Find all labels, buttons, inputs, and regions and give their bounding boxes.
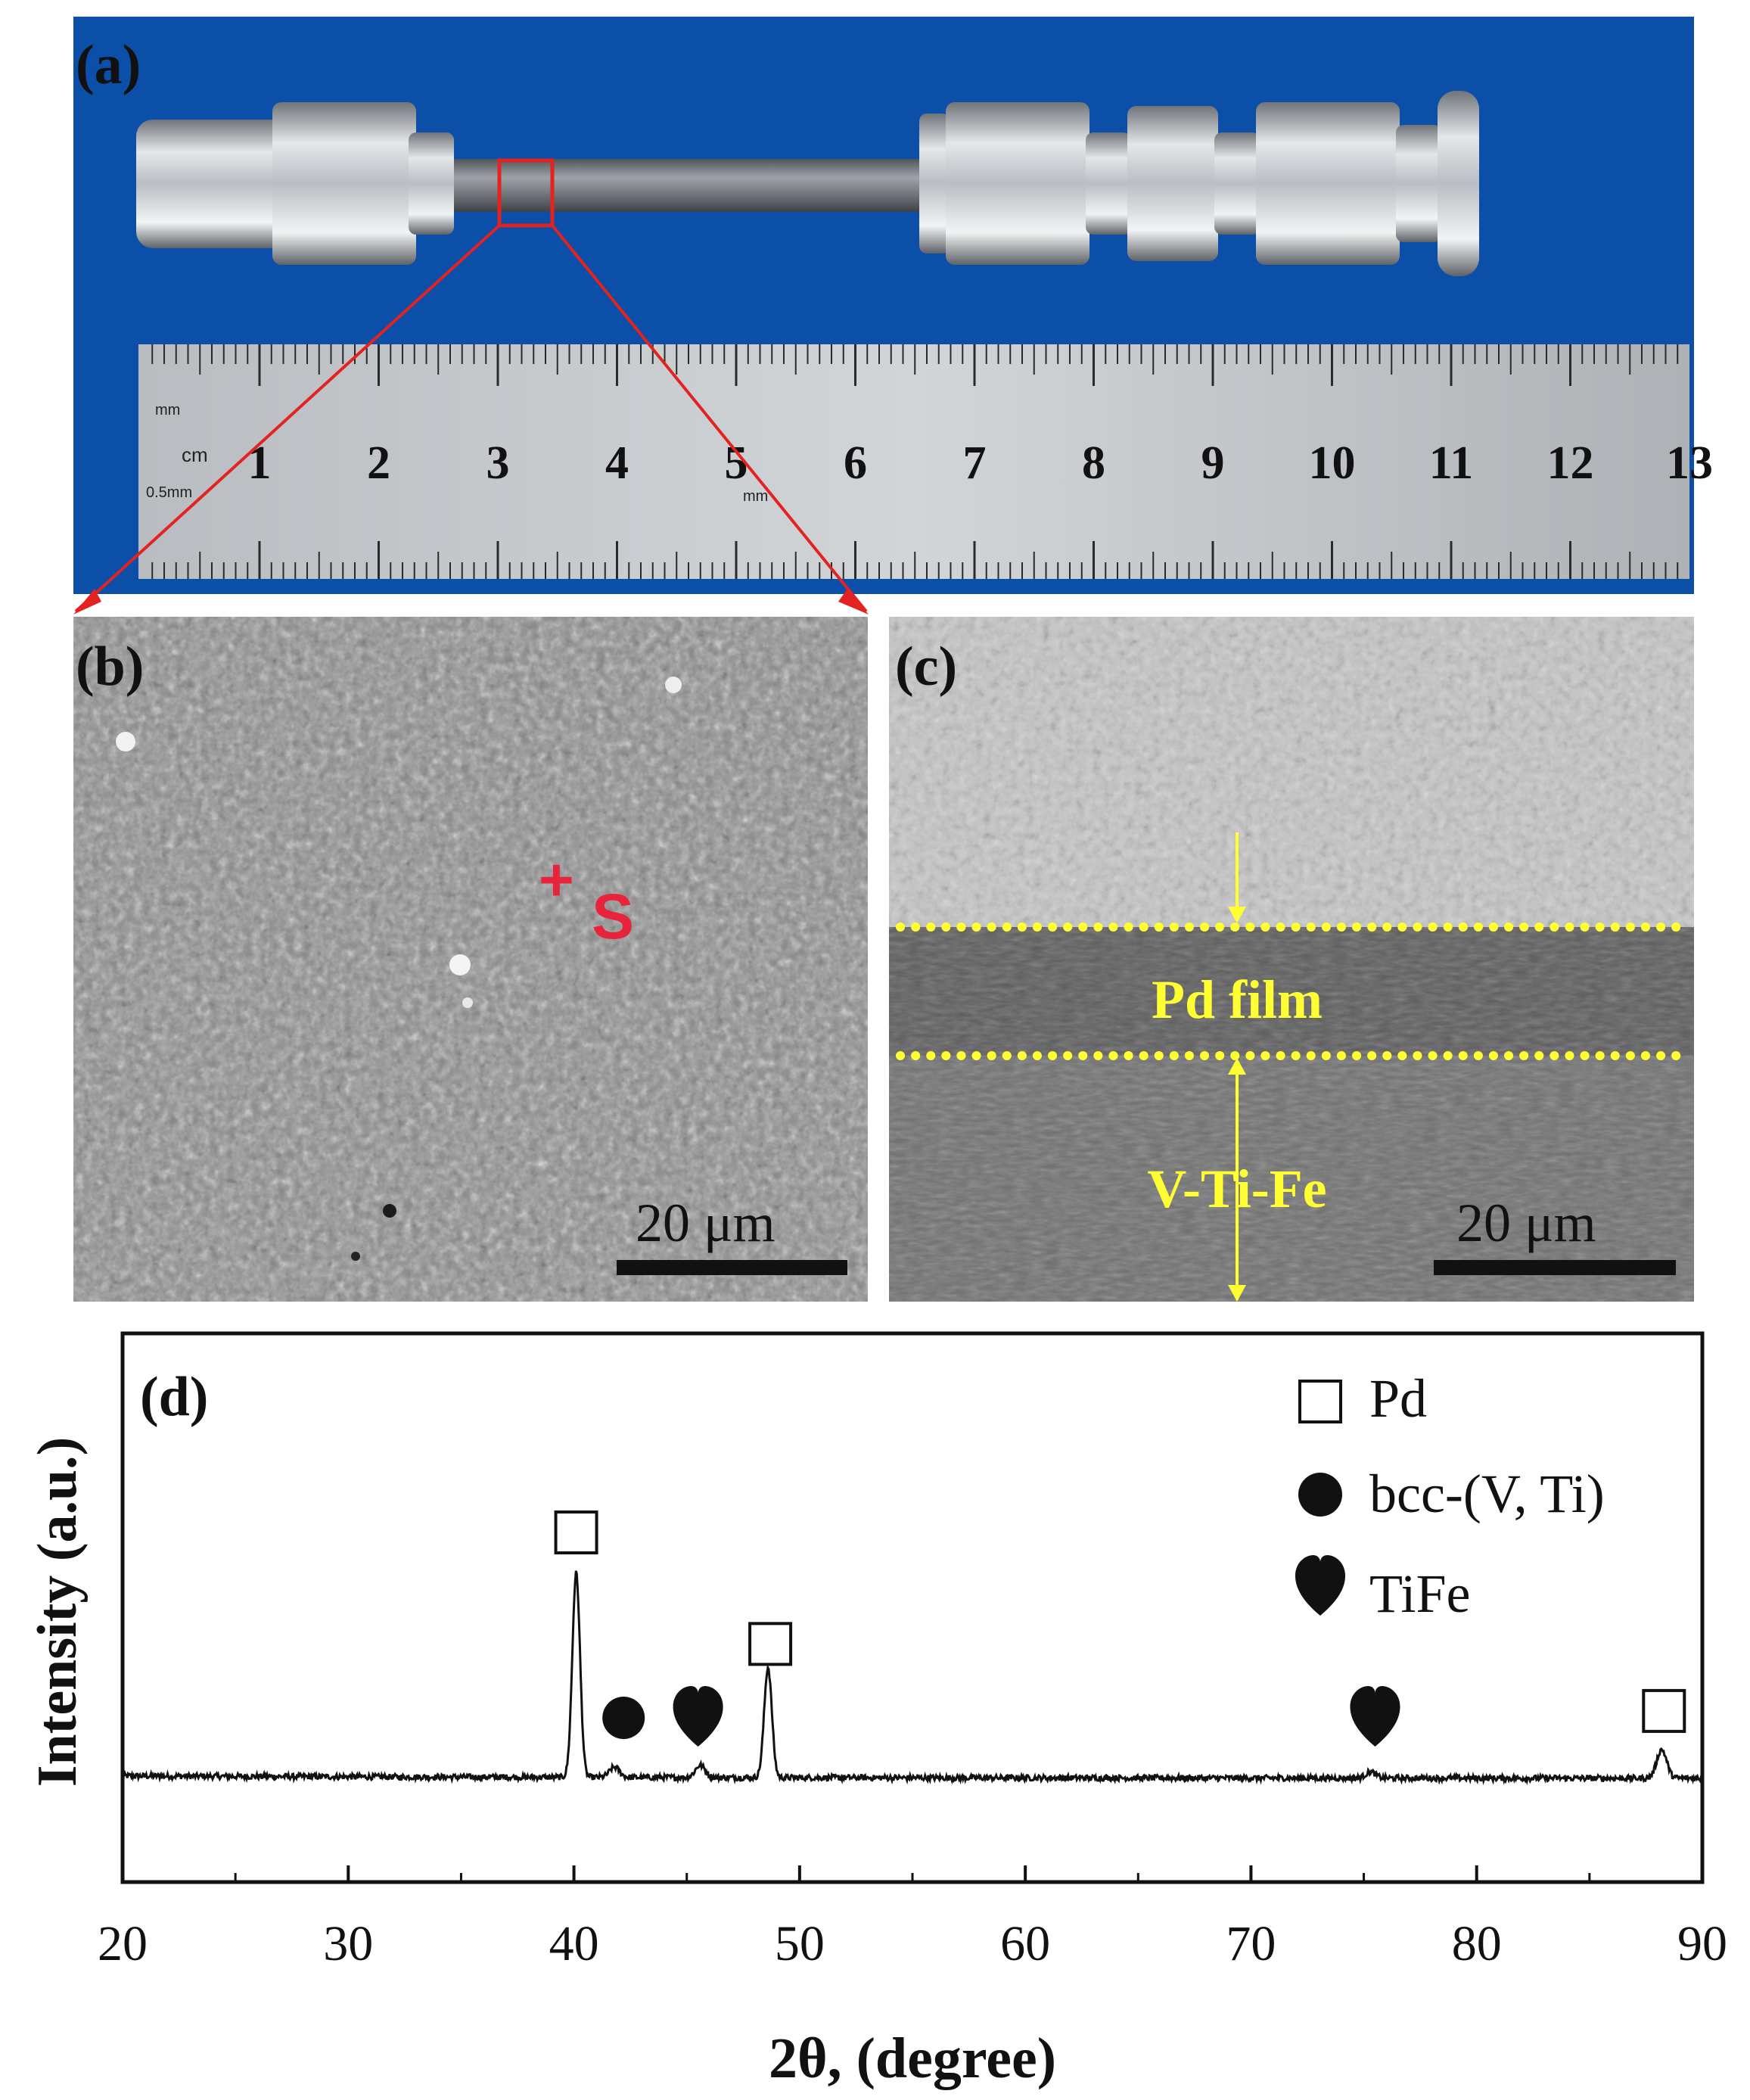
x-tick-label: 20 bbox=[98, 1916, 148, 1971]
highlight-box bbox=[497, 158, 555, 228]
tife-peak-marker bbox=[1350, 1686, 1400, 1747]
arrow-down-icon bbox=[1228, 907, 1246, 923]
ruler-unit-mm-mid: mm bbox=[743, 488, 768, 505]
ruler-number: 12 bbox=[1547, 437, 1594, 489]
x-axis-label: 2θ, (degree) bbox=[769, 2027, 1056, 2090]
arrow-down-icon bbox=[1228, 1285, 1246, 1302]
pd-peak-marker bbox=[748, 1622, 793, 1666]
y-axis-label: Intensity (a.u.) bbox=[26, 1437, 89, 1787]
pd-film-label: Pd film bbox=[1152, 969, 1323, 1030]
legend-label: TiFe bbox=[1369, 1563, 1470, 1624]
v-ti-fe-label: V-Ti-Fe bbox=[1147, 1159, 1326, 1219]
legend-label: bcc-(V, Ti) bbox=[1369, 1464, 1605, 1524]
scale-bar-b bbox=[617, 1260, 847, 1275]
panel-b-label: (b) bbox=[76, 636, 144, 698]
pd-peak-marker bbox=[554, 1510, 598, 1554]
pd-peak-marker bbox=[1642, 1688, 1686, 1733]
panel-b: (b) + S 20 μm bbox=[73, 617, 868, 1302]
x-tick-label: 40 bbox=[549, 1916, 599, 1971]
surface-particles bbox=[116, 677, 682, 1261]
scale-bar-label-c: 20 μm bbox=[1456, 1193, 1596, 1253]
ruler-number: 13 bbox=[1666, 437, 1713, 489]
ruler-number: 7 bbox=[963, 437, 987, 489]
ruler-number: 9 bbox=[1201, 437, 1225, 489]
plot-frame bbox=[120, 1331, 1705, 1884]
bcc-peak-marker bbox=[602, 1697, 645, 1739]
ruler-number: 6 bbox=[844, 437, 867, 489]
ruler-ticks bbox=[151, 344, 1679, 579]
spot-label: S bbox=[592, 881, 634, 952]
heart-icon bbox=[1295, 1555, 1345, 1616]
xrd-pattern-line bbox=[121, 1570, 1704, 1786]
panel-a-label: (a) bbox=[76, 34, 141, 96]
filled-circle-icon bbox=[1298, 1473, 1342, 1517]
tife-peak-marker bbox=[673, 1686, 723, 1747]
x-tick-label: 30 bbox=[323, 1916, 373, 1971]
ruler-number: 4 bbox=[605, 437, 629, 489]
membrane-tube-assembly bbox=[136, 91, 1479, 276]
ruler-number: 3 bbox=[486, 437, 510, 489]
x-tick-label: 90 bbox=[1677, 1916, 1727, 1971]
legend-item-bcc: bcc-(V, Ti) bbox=[1298, 1464, 1605, 1524]
legend-label: Pd bbox=[1369, 1368, 1427, 1429]
legend-item-pd: Pd bbox=[1298, 1368, 1427, 1429]
x-tick-label: 80 bbox=[1452, 1916, 1502, 1971]
ruler-unit-mm: mm bbox=[155, 402, 180, 418]
panel-d: 20 30 40 50 60 70 80 90 (d) Intensity (a.u.) 2θ… bbox=[26, 1331, 1727, 2090]
x-tick-label: 50 bbox=[775, 1916, 825, 1971]
panel-d-label: (d) bbox=[140, 1366, 208, 1428]
x-tick-label: 60 bbox=[1000, 1916, 1050, 1971]
ruler-number: 8 bbox=[1082, 437, 1105, 489]
zoom-line-left bbox=[74, 224, 501, 613]
ruler-body bbox=[138, 344, 1689, 579]
legend: Pd bcc-(V, Ti) TiFe bbox=[1295, 1368, 1605, 1624]
ruler-number: 2 bbox=[367, 437, 390, 489]
ruler-unit-half-mm: 0.5mm bbox=[146, 484, 192, 501]
open-square-icon bbox=[1298, 1380, 1342, 1423]
spot-marker: + bbox=[539, 846, 574, 913]
x-axis-tick-labels: 20 30 40 50 60 70 80 90 bbox=[98, 1916, 1727, 1971]
ruler-number: 11 bbox=[1429, 437, 1474, 489]
scale-bar-c bbox=[1434, 1260, 1676, 1275]
sem-surface-image bbox=[73, 617, 868, 1302]
ruler-unit-cm: cm bbox=[182, 443, 208, 466]
x-tick-label: 70 bbox=[1226, 1916, 1276, 1971]
arrow-up-icon bbox=[1228, 1058, 1246, 1075]
peak-markers bbox=[554, 1510, 1686, 1747]
zoom-line-right bbox=[551, 224, 868, 613]
x-axis-ticks bbox=[121, 1865, 1704, 1882]
zoom-arrow-right bbox=[838, 589, 869, 614]
panel-c: Pd film V-Ti-Fe (c) 20 μm bbox=[889, 617, 1694, 1302]
scale-bar-label-b: 20 μm bbox=[636, 1193, 776, 1253]
legend-item-tife: TiFe bbox=[1295, 1555, 1470, 1624]
ruler-number: 10 bbox=[1309, 437, 1356, 489]
panel-c-label: (c) bbox=[895, 636, 957, 698]
zoom-arrow-left bbox=[73, 589, 101, 614]
